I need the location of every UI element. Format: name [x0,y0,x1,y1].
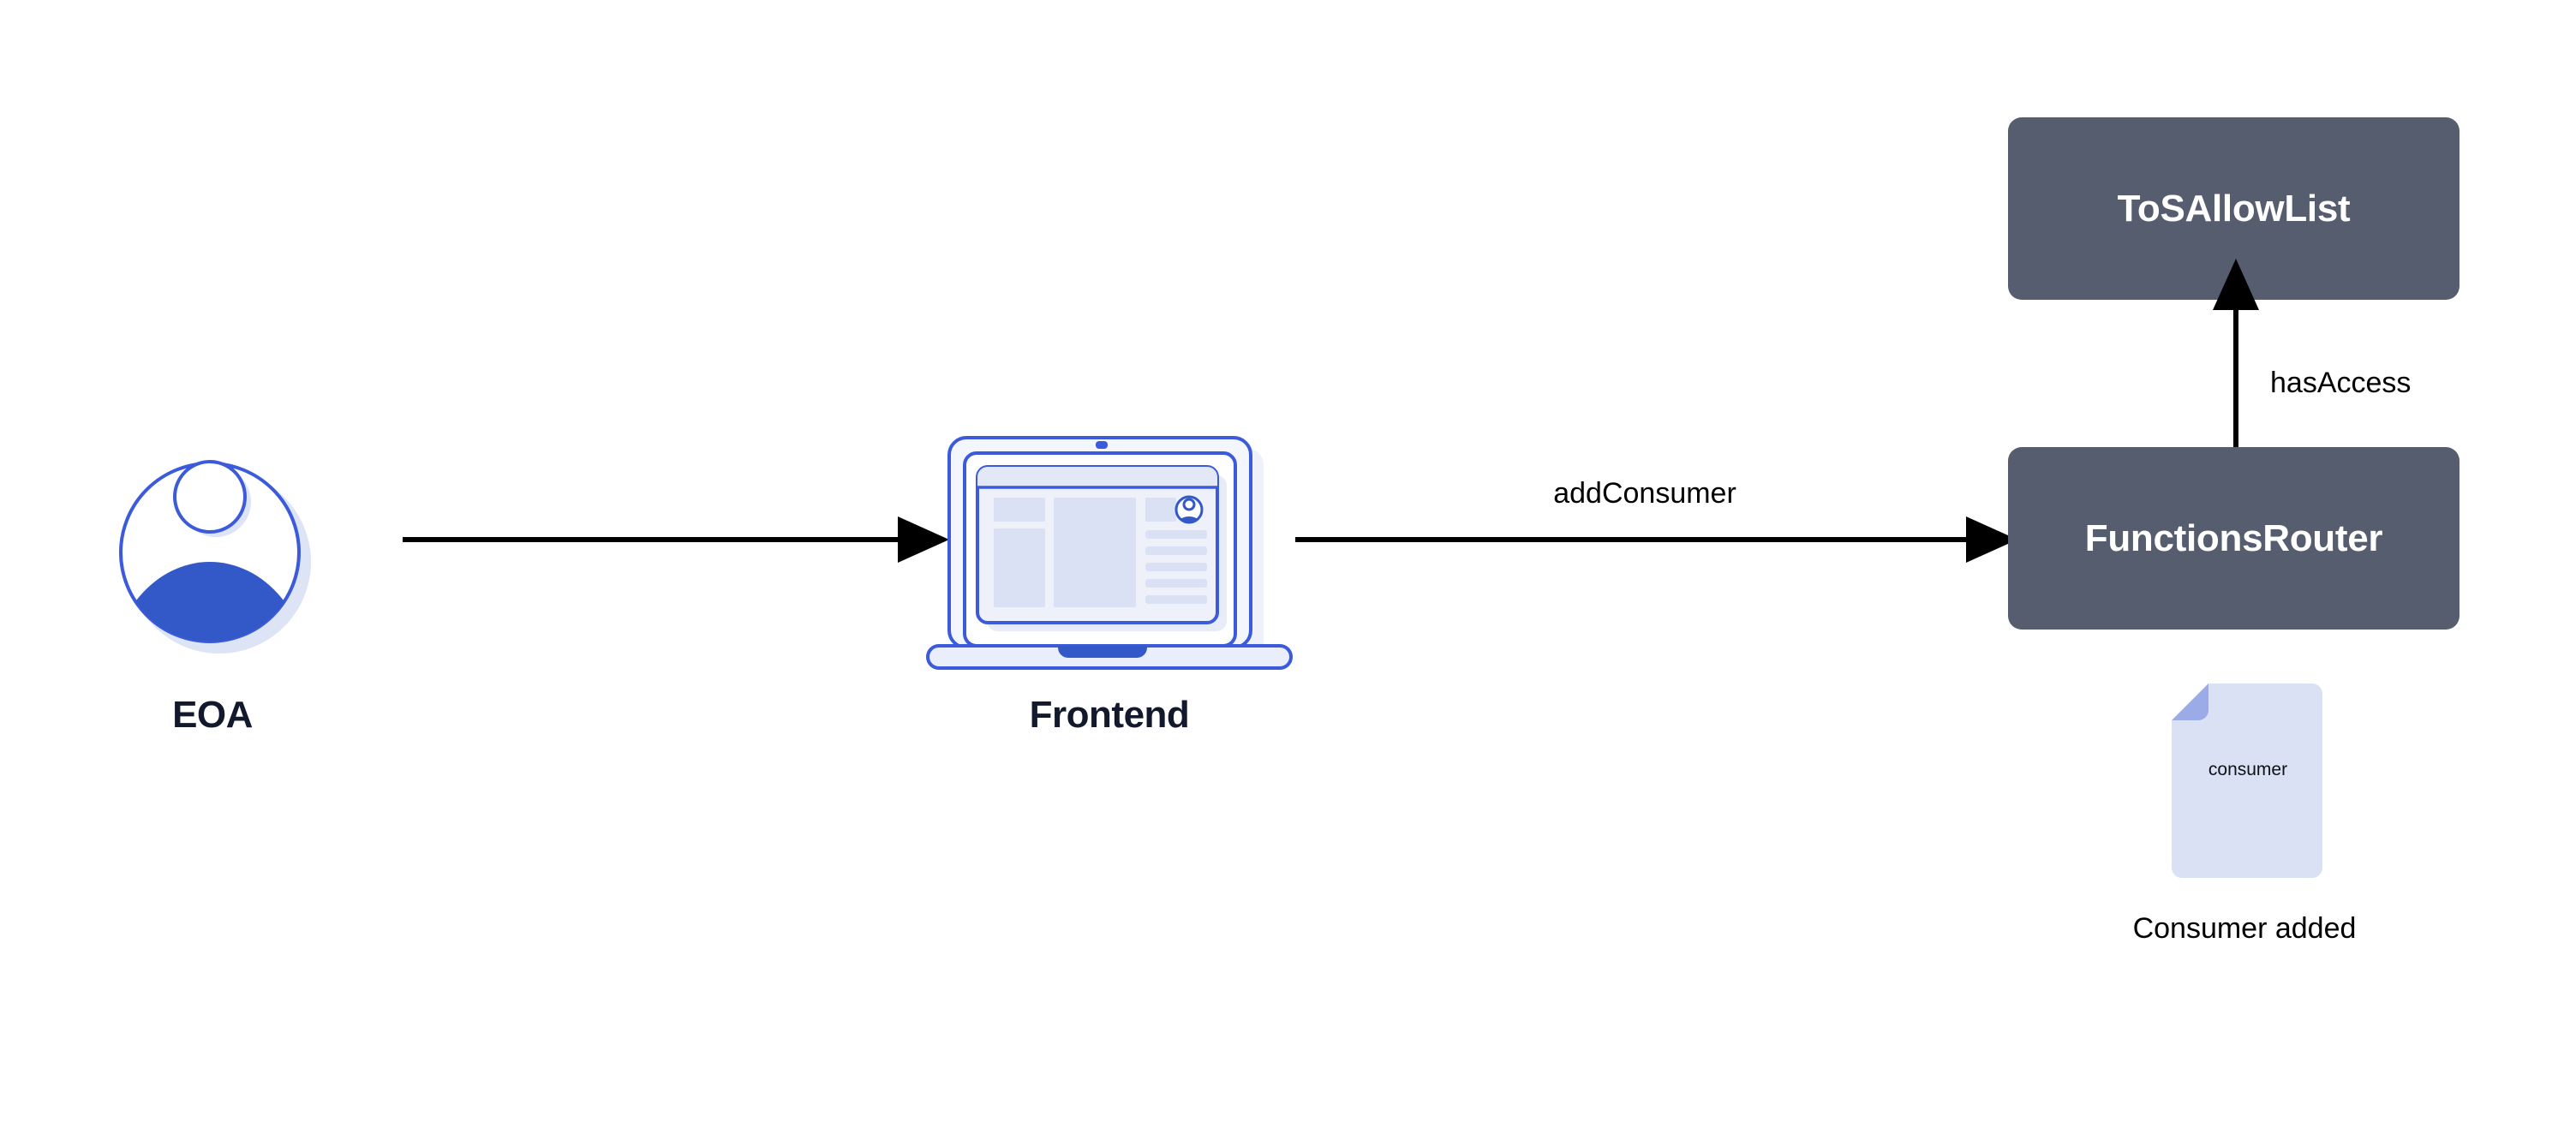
eoa-label: EOA [172,694,253,736]
document-text: consumer [2208,760,2288,779]
user-avatar-icon [119,460,311,654]
functions-router-label: FunctionsRouter [2084,516,2383,559]
edge-label-has-access: hasAccess [2270,367,2412,399]
frontend-node[interactable] [921,433,1298,681]
tos-allow-list-label: ToSAllowList [2117,187,2351,230]
edge-router-to-tos [2210,259,2262,451]
laptop-icon [926,436,1293,670]
edge-frontend-to-router [1294,514,2017,565]
eoa-node[interactable] [118,427,311,675]
frontend-label: Frontend [1029,694,1190,736]
node-functions-router[interactable]: FunctionsRouter [2008,447,2459,630]
edge-label-add-consumer: addConsumer [1553,477,1736,510]
consumer-added-caption: Consumer added [2132,912,2357,945]
node-tos-allow-list[interactable]: ToSAllowList [2008,117,2459,300]
node-consumer-document[interactable]: consumer [2167,681,2329,878]
edge-eoa-to-frontend [401,514,949,565]
document-icon [2172,683,2322,878]
